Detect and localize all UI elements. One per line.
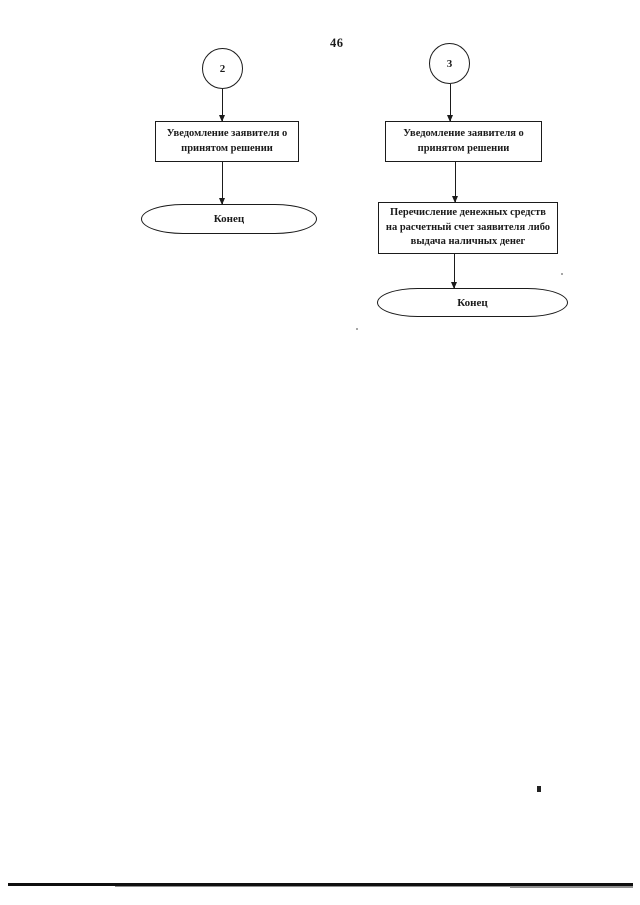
- flow-right-process-label-2: Перечисление денежных средств на расчетн…: [385, 207, 551, 248]
- flow-right-down-arrow-2: [452, 162, 459, 203]
- scan-artifact-line-left: [8, 882, 140, 886]
- flow-left-down-arrow-2: [219, 162, 226, 205]
- flow-right-connector-label: 3: [446, 57, 453, 70]
- flow-right-process-label-1: Уведомление заявителя о принятом решении: [403, 128, 524, 154]
- flow-right-down-arrow-3: [451, 254, 458, 289]
- ink-speck-mark: [537, 786, 541, 792]
- scan-artifact-line-main: [138, 883, 633, 887]
- flow-right-process-box-transfer: Перечисление денежных средств на расчетн…: [378, 202, 558, 254]
- flow-right-connector-circle: 3: [429, 43, 470, 84]
- flow-right-terminator-label: Конец: [457, 296, 488, 309]
- scan-speck-dot-2: [561, 273, 563, 275]
- flow-left-down-arrow-1: [219, 89, 226, 122]
- flow-left-process-label: Уведомление заявителя о принятом решении: [166, 128, 288, 154]
- flow-right-down-arrow-1: [447, 84, 454, 122]
- flow-left-connector-label: 2: [219, 62, 226, 75]
- scan-speck-dot-1: [356, 328, 358, 330]
- flow-right-terminator-oval: Конец: [377, 288, 568, 317]
- flow-left-process-box-notification: Уведомление заявителя о принятом решении: [155, 121, 299, 162]
- flow-left-terminator-label: Конец: [213, 213, 245, 225]
- flow-right-process-box-notification: Уведомление заявителя о принятом решении: [385, 121, 542, 162]
- page-number: 46: [330, 36, 344, 50]
- scan-artifact-line-shadow: [115, 886, 540, 888]
- flow-left-connector-circle: 2: [202, 48, 243, 89]
- scan-artifact-line-shadow-right: [510, 886, 633, 888]
- flow-left-terminator-oval: Конец: [141, 204, 317, 234]
